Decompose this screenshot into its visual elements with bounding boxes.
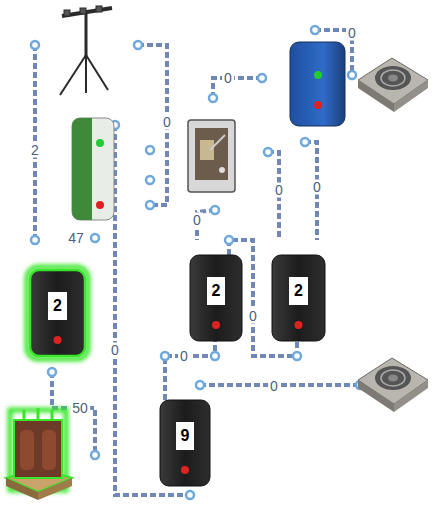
wire-dot: [293, 352, 301, 360]
heater-icon: [358, 358, 428, 412]
heater-icon: [358, 58, 428, 112]
battery-value: 2: [48, 292, 67, 320]
battery-value: 2: [289, 277, 308, 305]
battery-body: [272, 255, 325, 341]
wire-label: 0: [311, 180, 323, 195]
battery-box: 2: [30, 270, 85, 356]
battery-body: [30, 270, 85, 356]
battery-value: 2: [207, 277, 226, 305]
battery-body: [160, 400, 210, 486]
status-light: [295, 321, 303, 329]
wires: [35, 30, 360, 495]
wire-label: 0: [268, 379, 280, 394]
wire-label: 0: [222, 71, 234, 86]
wire-label: 0: [178, 349, 190, 364]
blue-battery: [290, 42, 345, 126]
battery-box: 2: [272, 255, 325, 341]
wire-label: 0: [346, 26, 358, 41]
battery-box: 9: [160, 400, 210, 486]
wire-dot: [211, 352, 219, 360]
wire-label: 0: [161, 115, 173, 130]
transformer: [6, 408, 72, 500]
switch-device: [188, 120, 235, 192]
wire: [213, 78, 262, 98]
wire-label: 0: [247, 309, 259, 324]
battery-body: [190, 255, 242, 341]
wire-label: 47: [66, 231, 86, 246]
searchlight-tripod: [60, 6, 112, 95]
glow-outline: [27, 267, 88, 359]
wire-dot: [161, 352, 169, 360]
wire-label: 2: [29, 143, 41, 158]
wire-label: 50: [70, 401, 90, 416]
wire-connector: [165, 341, 215, 400]
wire: [200, 383, 360, 387]
wire-dots: [31, 26, 364, 499]
battery-value: 9: [176, 422, 195, 450]
battery-box: 2: [190, 255, 242, 341]
wire-label: 0: [191, 213, 203, 228]
status-light: [212, 321, 220, 329]
wire-dot: [225, 236, 233, 244]
splitter: [72, 118, 114, 220]
status-light: [181, 466, 189, 474]
wire-label: 0: [109, 343, 121, 358]
wire-label: 0: [273, 183, 285, 198]
status-light: [54, 336, 62, 344]
